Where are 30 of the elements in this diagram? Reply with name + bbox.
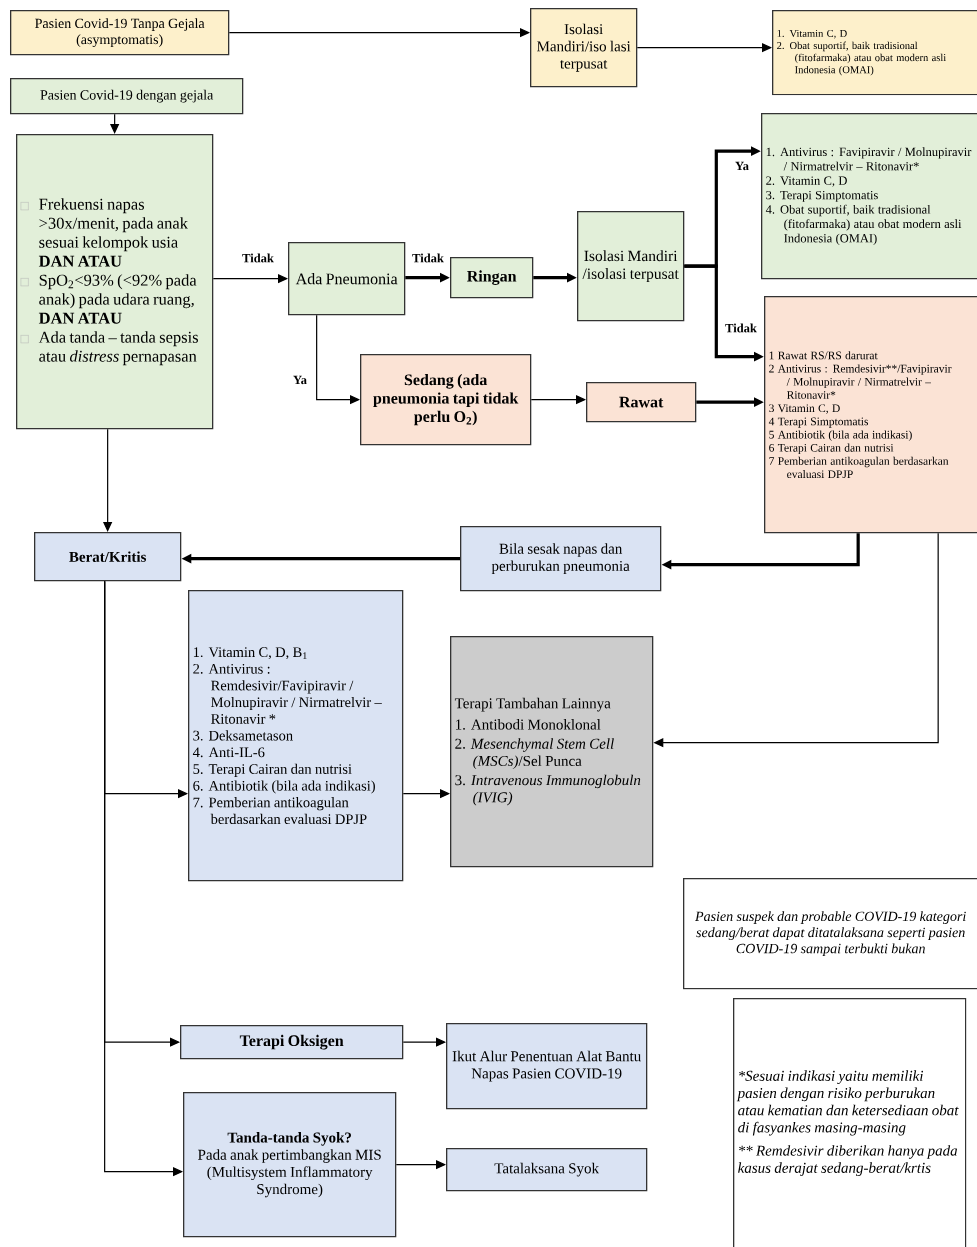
- arrow: [110, 113, 120, 134]
- list-box: 1. Vitamin C, D, B$_{1}$ 2. Antivirus : Remdesivir/Favipiravir / Molnupiravir / Nirmatrelvir – Ritonavir * 3. Deksametason 4. Anti-IL-6 5. Terapi Cairan dan nutrisi 6. Antibiotik (bila ada indikasi) 7. Pemberian antikoagulan berdasarkan evaluasi DPJP: [188, 590, 404, 882]
- process-box: Tanda-tanda Syok? Pada anak pertimbangkan MIS (Multisystem Inflammatory Syndrome): [183, 1092, 397, 1238]
- process-box: Terapi Oksigen: [180, 1025, 404, 1060]
- process-box: Ringan: [450, 257, 534, 299]
- process-box: Ikut Alur Penentuan Alat Bantu Napas Pasien COVID-19: [446, 1023, 648, 1110]
- note-box: *Sesuai indikasi yaitu memiliki pasien dengan risiko perburukan atau kematian dan ketersediaan obat di fasyankes masing-masing ** Remdesivir diberikan hanya pada kasus derajat sedang-berat/krtis: [733, 998, 967, 1247]
- process-box: Tatalaksana Syok: [446, 1148, 648, 1192]
- criteria-box: Frekuensi napas >30x/menit, pada anak sesuai kelompok usia DAN ATAU SpO$_{2}$<93% (<92% pada anak) pada udara ruang, DAN ATAU Ada tanda – tanda sepsis atau distress pernapasan: [16, 134, 214, 430]
- edge-label: Ya: [292, 374, 308, 386]
- decision-box: Ada Pneumonia: [288, 242, 406, 316]
- arrow: [103, 428, 113, 532]
- edge-label: Tidak: [724, 322, 758, 334]
- list-box: 1. Antivirus : Favipiravir / Molnupiravir / Nirmatrelvir – Ritonavir* 2. Vitamin C, D 3. Terapi Simptomatis 4. Obat suportif, baik tradisional (fitofarmaka) atau obat modern asli Indonesia (OMAI): [761, 113, 977, 280]
- arrow: [402, 1037, 446, 1047]
- edge-label: Ya: [734, 160, 750, 172]
- list-box: 1 Rawat RS/RS darurat 2 Antivirus : Remdesivir**/Favipiravir / Molnupiravir / Nirmatrelvir – Ritonavir* 3 Vitamin C, D 4 Terapi Simptomatis 5 Antibiotik (bila ada indikasi) 6 Terapi Cairan dan nutrisi 7 Pemberian antikoagulan berdasarkan evaluasi DPJP: [764, 296, 977, 534]
- edge-label: Tidak: [411, 252, 445, 264]
- list-box: 1. Vitamin C, D 2. Obat suportif, baik tradisional (fitofarmaka) atau obat modern asli Indonesia (OMAI): [772, 10, 977, 96]
- process-box: Bila sesak napas dan perburukan pneumonia: [460, 526, 662, 592]
- list-box: Terapi Tambahan Lainnya 1. Antibodi Monoklonal 2. Mesenchymal Stem Cell (MSCs)/Sel Punca 3. Intravenous Immunoglobuln (IVIG): [450, 636, 654, 868]
- edge-label: Tidak: [241, 252, 275, 264]
- process-box: Isolasi Mandiri/iso lasi terpusat: [530, 8, 638, 88]
- process-box: Rawat: [586, 382, 697, 423]
- process-box: Berat/Kritis: [34, 532, 182, 582]
- process-box: Sedang (ada pneumonia tapi tidak perlu O$_{2}$): [360, 354, 532, 446]
- process-box: Isolasi Mandiri /isolasi terpusat: [577, 211, 685, 322]
- process-box: Pasien Covid-19 dengan gejala: [10, 78, 244, 115]
- process-box: Pasien Covid-19 Tanpa Gejala (asymptomatis): [10, 10, 230, 56]
- note-box: Pasien suspek dan probable COVID-19 kategori sedang/berat dapat ditatalaksana seperti pasien COVID-19 sampai terbukti bukan: [683, 878, 977, 990]
